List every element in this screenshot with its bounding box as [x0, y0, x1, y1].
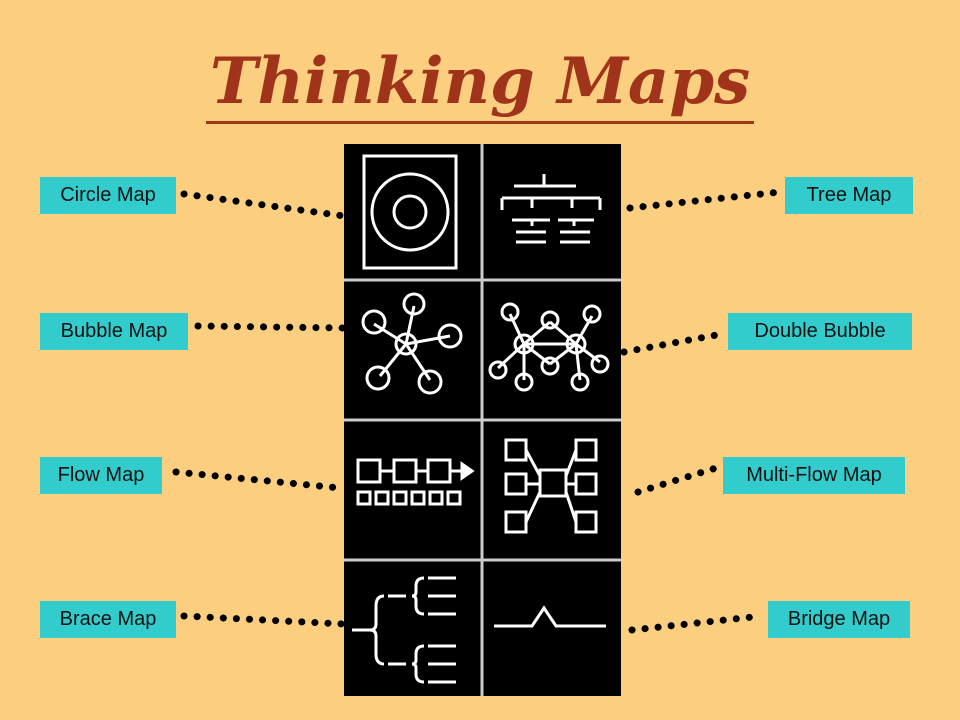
thinking-maps-panel — [344, 144, 621, 696]
brace-map-connector — [180, 612, 348, 628]
multi-flow-map-icon — [504, 438, 598, 534]
bridge-map-label: Bridge Map — [768, 601, 910, 638]
bridge-map-connector — [628, 612, 766, 634]
brace-map-icon — [352, 576, 456, 684]
multi-flow-map-label: Multi-Flow Map — [723, 457, 905, 494]
multi-flow-map-connector — [634, 464, 720, 496]
bubble-map-label: Bubble Map — [40, 313, 188, 350]
tree-map-connector — [626, 188, 784, 212]
flow-map-label: Flow Map — [40, 457, 162, 494]
bubble-map-icon — [361, 292, 463, 395]
flow-map-connector — [172, 468, 344, 492]
bubble-map-connector — [194, 322, 348, 332]
circle-map-label: Circle Map — [40, 177, 176, 214]
circle-map-icon — [362, 154, 458, 270]
tree-map-icon — [500, 174, 602, 244]
page-title: Thinking Maps — [0, 42, 960, 124]
flow-map-icon — [356, 458, 475, 506]
tree-map-label: Tree Map — [785, 177, 913, 214]
double-bubble-connector — [620, 330, 726, 356]
circle-map-connector — [180, 190, 348, 220]
bridge-map-icon — [494, 605, 606, 628]
brace-map-label: Brace Map — [40, 601, 176, 638]
double-bubble-label: Double Bubble — [728, 313, 912, 350]
double-bubble-icon — [488, 302, 610, 392]
